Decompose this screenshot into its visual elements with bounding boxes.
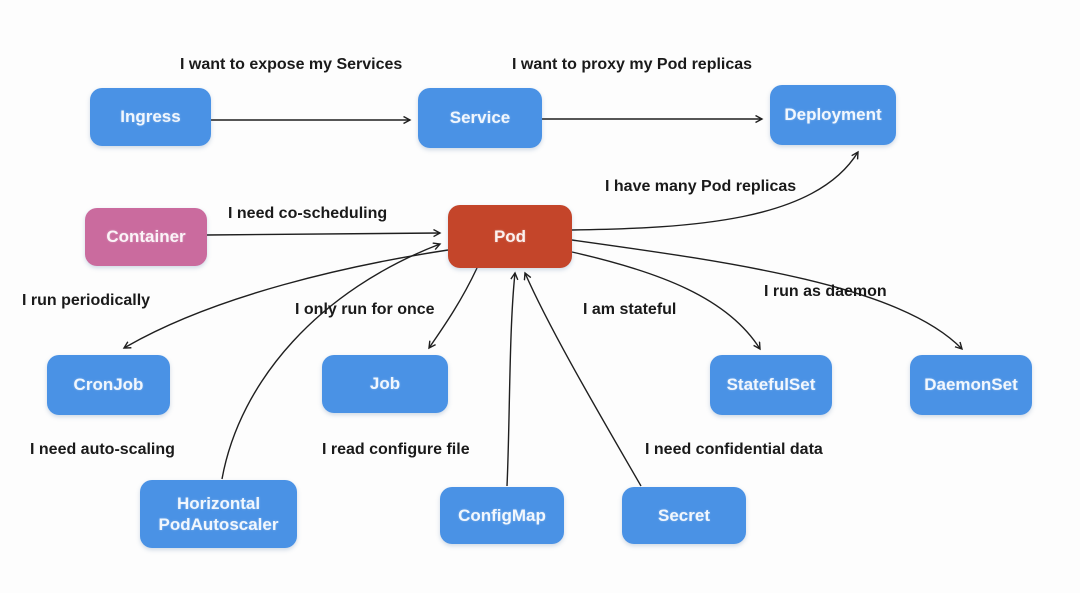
edge-label-auto-scaling: I need auto-scaling (30, 441, 175, 458)
node-job: Job (322, 355, 448, 413)
edge-label-proxy-replicas: I want to proxy my Pod replicas (512, 56, 753, 73)
node-daemonset: DaemonSet (910, 355, 1032, 415)
edge-label-many-pod-replicas: I have many Pod replicas (605, 178, 797, 195)
edge-pod-deployment (571, 152, 858, 231)
node-configmap-label: ConfigMap (458, 505, 546, 525)
edge-pod-cronjob (124, 249, 449, 348)
edge-container-pod (206, 233, 440, 235)
node-secret: Secret (622, 487, 746, 544)
node-secret-label: Secret (658, 505, 710, 525)
edge-label-run-periodically: I run periodically (22, 292, 151, 309)
node-pod: Pod (448, 205, 572, 268)
node-horizontal-podautoscaler-label: Horizontal PodAutoscaler (158, 493, 279, 534)
node-job-label: Job (369, 374, 401, 394)
edge-hpa-pod (221, 244, 440, 480)
node-deployment: Deployment (770, 85, 896, 145)
edge-configmap-pod (506, 273, 515, 487)
node-statefulset: StatefulSet (710, 355, 832, 415)
edge-label-expose-services: I want to expose my Services (180, 56, 403, 73)
node-service: Service (418, 88, 542, 148)
node-pod-label: Pod (493, 226, 527, 246)
edge-label-read-configure-file: I read configure file (322, 441, 470, 458)
node-ingress-label: Ingress (120, 107, 181, 127)
node-statefulset-label: StatefulSet (726, 375, 816, 395)
node-deployment-label: Deployment (784, 105, 882, 125)
node-daemonset-label: DaemonSet (924, 375, 1018, 395)
node-container: Container (85, 208, 207, 266)
edge-secret-pod (525, 273, 642, 487)
node-container-label: Container (106, 227, 186, 247)
edge-pod-daemonset (571, 239, 962, 349)
edge-label-stateful: I am stateful (583, 301, 677, 318)
node-service-label: Service (449, 108, 511, 128)
node-horizontal-podautoscaler: Horizontal PodAutoscaler (140, 480, 297, 548)
node-cronjob-label: CronJob (73, 375, 144, 395)
edge-label-run-as-daemon: I run as daemon (764, 283, 887, 300)
edge-pod-job (429, 267, 478, 348)
edge-label-run-once: I only run for once (295, 301, 435, 318)
node-cronjob: CronJob (47, 355, 170, 415)
edge-pod-statefulset (571, 251, 760, 349)
edge-label-co-scheduling: I need co-scheduling (228, 205, 388, 222)
node-ingress: Ingress (90, 88, 211, 146)
node-configmap: ConfigMap (440, 487, 564, 544)
edge-label-confidential-data: I need confidential data (645, 441, 823, 458)
